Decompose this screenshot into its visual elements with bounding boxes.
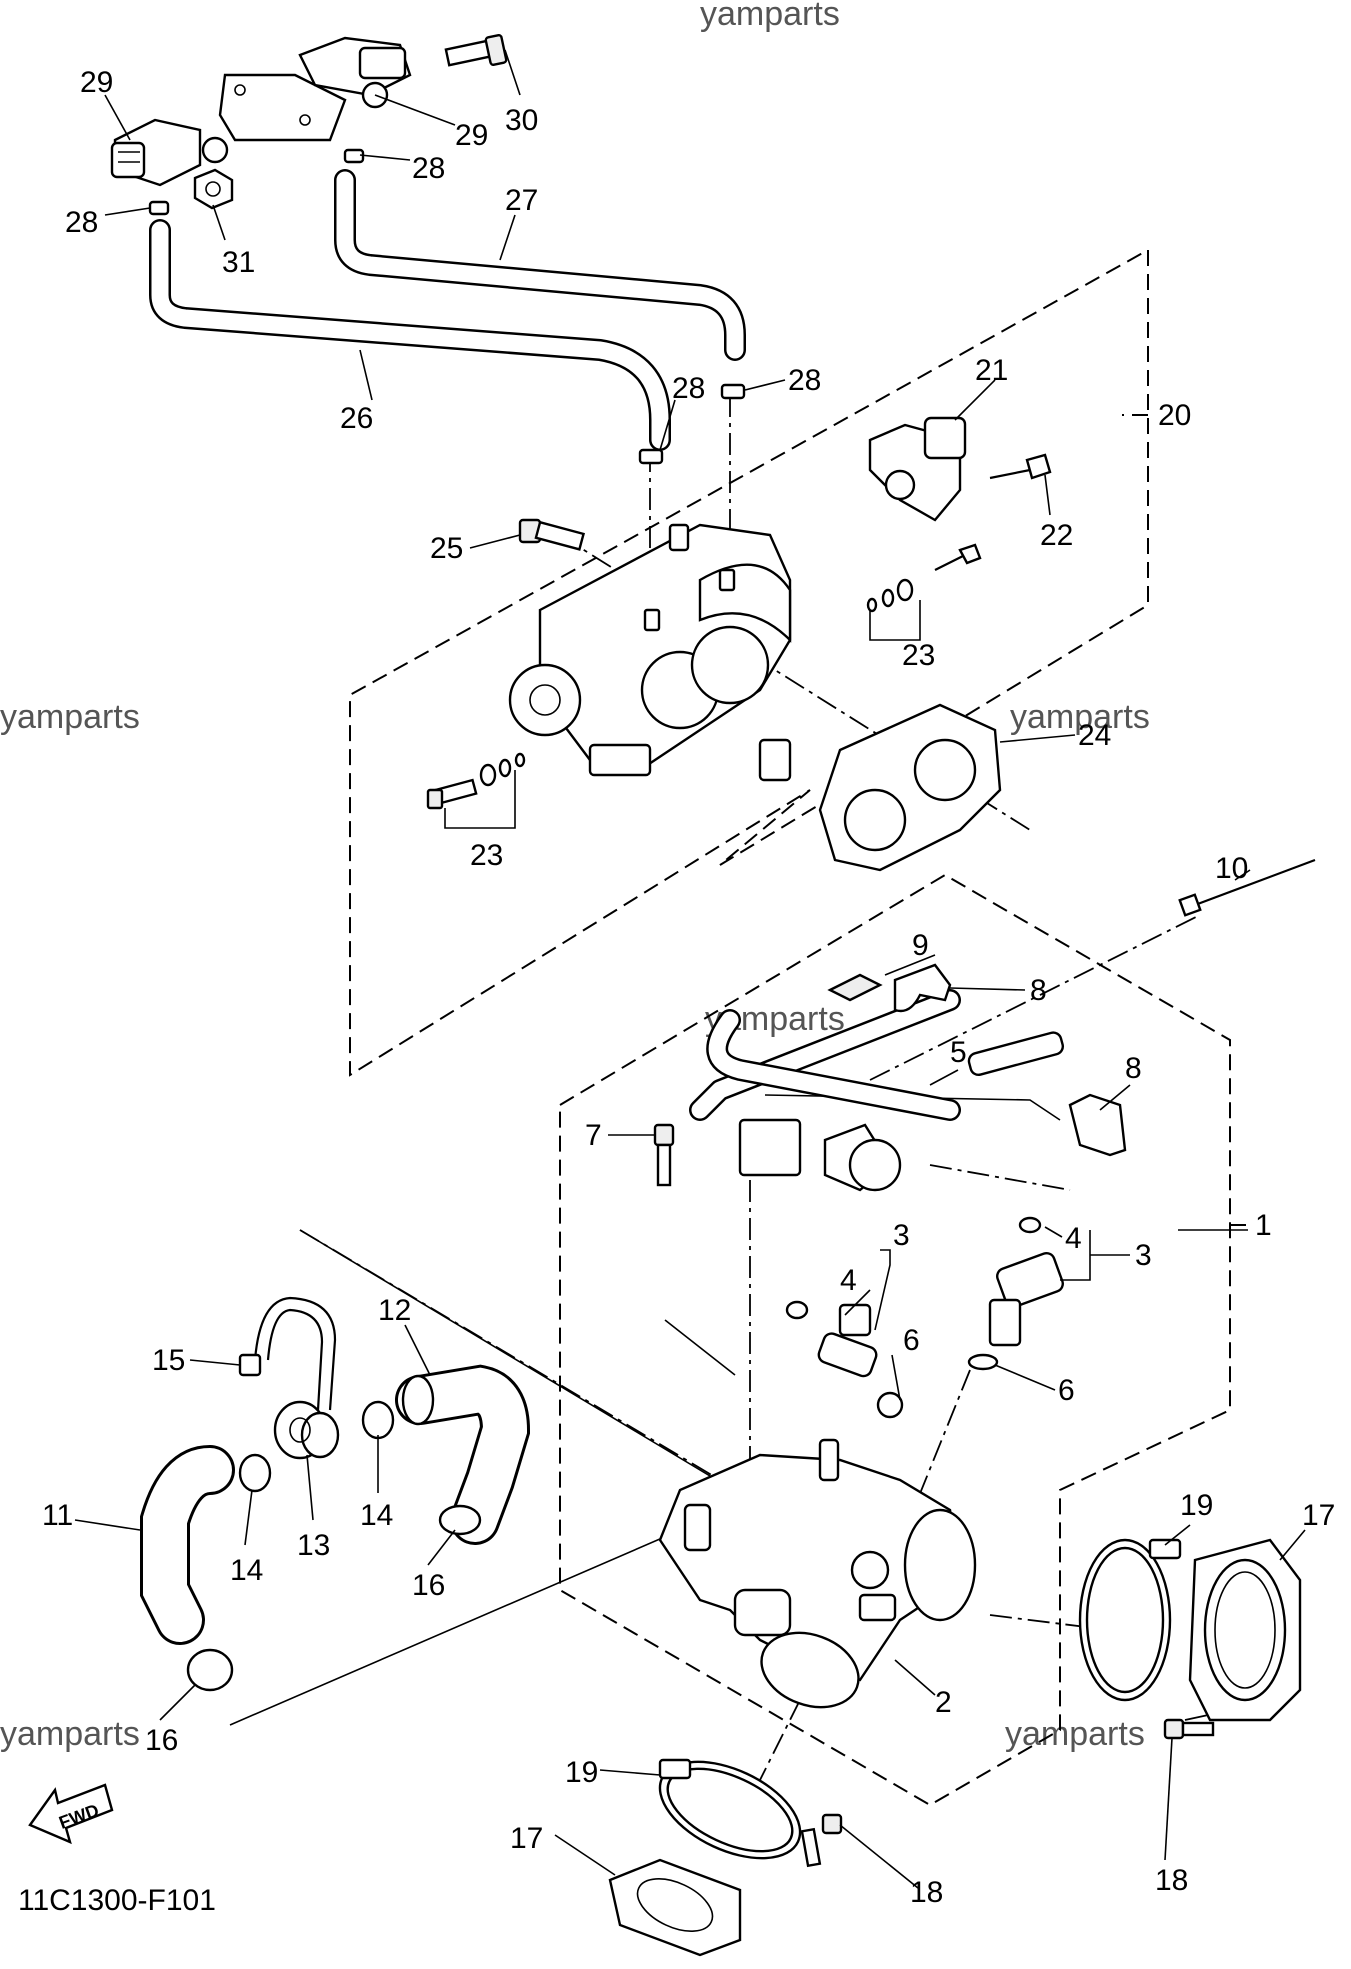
- throttle-body-2-boundary: [559, 873, 1250, 1807]
- throttle-body-2-icon: [658, 1438, 977, 1709]
- callout-20: 20: [1158, 399, 1191, 432]
- callout-28-mid-right: 28: [788, 364, 821, 397]
- hose-11-icon: [140, 1445, 235, 1645]
- callout-3-right: 3: [1135, 1239, 1152, 1272]
- callout-30: 30: [505, 104, 538, 137]
- callout-25: 25: [430, 532, 463, 565]
- bolt-30-icon: [444, 34, 508, 67]
- throttle-body-icon: [508, 523, 792, 782]
- callout-6-right: 6: [1058, 1374, 1075, 1407]
- callout-28-mid-left: 28: [672, 372, 705, 405]
- callout-12: 12: [378, 1294, 411, 1327]
- callout-16-left: 16: [145, 1724, 178, 1757]
- bolt-18-lower-icon: [800, 1813, 843, 1868]
- callout-16-right: 16: [412, 1569, 445, 1602]
- callout-3-left: 3: [893, 1219, 910, 1252]
- callout-17-right: 17: [1302, 1499, 1335, 1532]
- callout-5: 5: [950, 1036, 967, 1069]
- watermark-right-upper: yamparts: [1010, 698, 1150, 736]
- clamp-8-lower-icon: [1068, 1093, 1127, 1157]
- callout-23-left: 23: [470, 839, 503, 872]
- nut-31-icon: [193, 168, 234, 210]
- screw-set-23-right-icon: [866, 543, 982, 641]
- callout-21: 21: [975, 354, 1008, 387]
- callout-18-lower: 18: [910, 1876, 943, 1909]
- callout-22: 22: [1040, 519, 1073, 552]
- cap-13-icon: [273, 1400, 340, 1460]
- o-ring-6-icon: [876, 1353, 999, 1419]
- joint-17-right-icon: [1188, 1538, 1302, 1722]
- throttle-body-assembly-boundary: [349, 249, 1149, 1077]
- watermark-top: yamparts: [700, 0, 840, 33]
- callout-15: 15: [152, 1344, 185, 1377]
- callout-6-left: 6: [903, 1324, 920, 1357]
- screw-25-icon: [518, 518, 586, 551]
- bolt-7-icon: [653, 1123, 675, 1187]
- callout-19-right: 19: [1180, 1489, 1213, 1522]
- diagram-code: 11C1300-F101: [18, 1884, 216, 1917]
- callout-23-right: 23: [902, 639, 935, 672]
- callout-14-left: 14: [230, 1554, 263, 1587]
- tape-9-icon: [827, 973, 883, 1002]
- injector-3-right-icon: [988, 1251, 1064, 1347]
- gasket-24-icon: [818, 703, 1002, 872]
- callout-28-left: 28: [65, 206, 98, 239]
- callout-27: 27: [505, 184, 538, 217]
- callout-13: 13: [297, 1529, 330, 1562]
- sensor-29-right-icon: [298, 36, 412, 109]
- clip-16-icon: [186, 1504, 482, 1692]
- screw-set-23-left-icon: [426, 752, 526, 829]
- callout-1: 1: [1255, 1209, 1272, 1242]
- bolt-18-right-icon: [1163, 1718, 1215, 1740]
- hose-12-icon: [395, 1364, 531, 1545]
- callout-24: 24: [1078, 719, 1111, 752]
- sensor-29-left-icon: [110, 118, 229, 187]
- callout-19-lower: 19: [565, 1756, 598, 1789]
- callout-labels: 29 28 31 30 29 28 27 26 28 28 21 20 22 2…: [42, 66, 1335, 1909]
- callout-9: 9: [912, 929, 929, 962]
- callout-14-right: 14: [360, 1499, 393, 1532]
- throttle-position-sensor-21-icon: [868, 416, 967, 522]
- joint-17-lower-icon: [608, 1858, 742, 1957]
- fwd-arrow-icon: FWD: [28, 1783, 114, 1845]
- group-outline-lines: [229, 1094, 1061, 1726]
- callout-2: 2: [935, 1686, 952, 1719]
- callout-4-left: 4: [840, 1264, 857, 1297]
- callout-29-left: 29: [80, 66, 113, 99]
- callout-8-upper: 8: [1030, 974, 1047, 1007]
- watermark-left-upper: yamparts: [0, 698, 140, 736]
- plug-14-icon: [238, 1400, 395, 1493]
- clip-15-icon: [238, 1296, 337, 1411]
- hose-27: [334, 169, 746, 361]
- watermark-left-lower: yamparts: [0, 1715, 140, 1753]
- callout-31: 31: [222, 246, 255, 279]
- sensor-bracket-icon: [218, 73, 347, 142]
- callout-7: 7: [585, 1119, 602, 1152]
- hose-26: [149, 219, 671, 451]
- callout-18-right: 18: [1155, 1864, 1188, 1897]
- injector-3-left-icon: [817, 1303, 878, 1378]
- clamp-8-upper-icon: [893, 963, 952, 1013]
- callout-10: 10: [1215, 852, 1248, 885]
- watermark-right-lower: yamparts: [1005, 1715, 1145, 1753]
- callout-26: 26: [340, 402, 373, 435]
- callout-8-lower: 8: [1125, 1052, 1142, 1085]
- leader-lines: [74, 49, 1306, 1889]
- clamp-19-lower-icon: [658, 1758, 802, 1860]
- o-ring-4-icon: [785, 1216, 1042, 1320]
- callout-29-right: 29: [455, 119, 488, 152]
- screw-22-icon: [989, 453, 1052, 480]
- callout-17-lower: 17: [510, 1822, 543, 1855]
- callout-4-right: 4: [1065, 1222, 1082, 1255]
- fuel-rail-5-icon: [689, 989, 1065, 1192]
- cable-tie-10-icon: [1178, 858, 1316, 917]
- callout-28-upper: 28: [412, 152, 445, 185]
- clamp-19-right-icon: [1078, 1538, 1182, 1702]
- callout-11: 11: [42, 1499, 73, 1532]
